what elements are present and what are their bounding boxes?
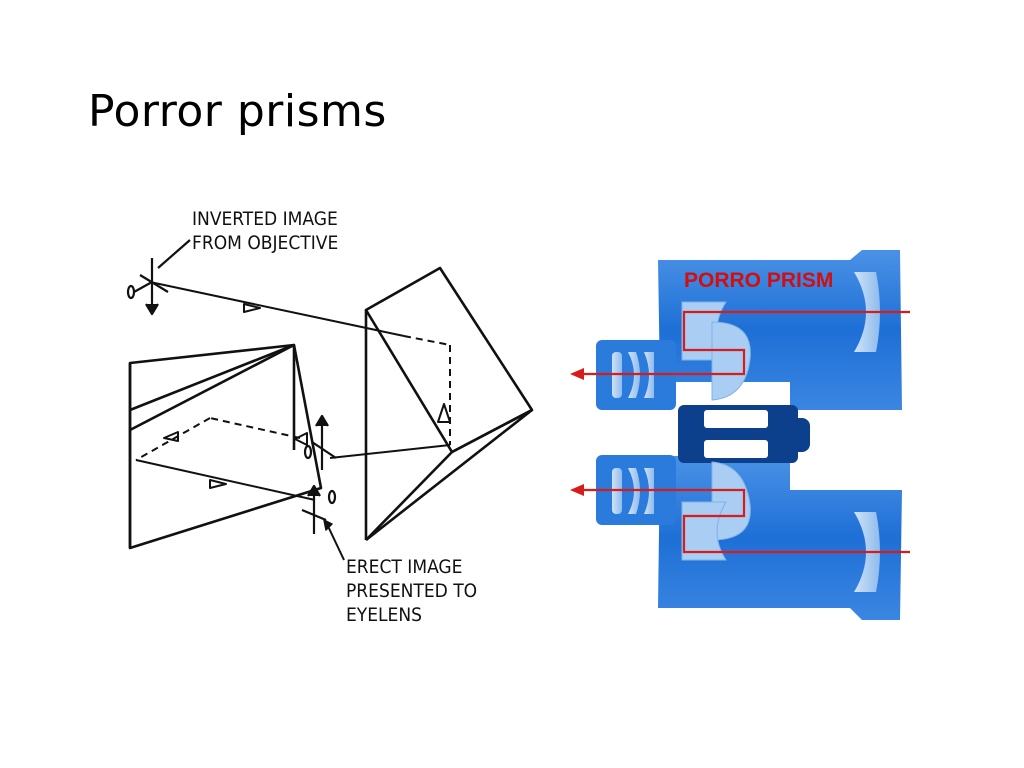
- label-inverted-image-line1: INVERTED IMAGE: [192, 208, 338, 230]
- ray-direction-arrows: [163, 303, 451, 489]
- red-light-paths: [580, 310, 910, 554]
- label-inverted-image-line2: FROM OBJECTIVE: [192, 232, 338, 254]
- erect-image-symbol-upper: [303, 414, 337, 470]
- slide-title: Porror prisms: [88, 86, 387, 137]
- second-prism: [364, 266, 534, 542]
- label-erect-image-line2: PRESENTED TO: [346, 580, 477, 602]
- left-diagram-labels: INVERTED IMAGE FROM OBJECTIVE ERECT IMAG…: [192, 208, 477, 626]
- erect-image-leader-line: [325, 521, 345, 561]
- inverted-image-symbol: [126, 239, 191, 316]
- label-erect-image-line1: ERECT IMAGE: [346, 556, 462, 578]
- porro-prism-label: PORRO PRISM: [684, 269, 833, 292]
- erect-image-symbol-lower: [301, 484, 337, 534]
- label-erect-image-line3: EYELENS: [346, 604, 422, 626]
- first-prism: [128, 343, 323, 550]
- red-arrowheads: [570, 368, 584, 496]
- binocular-cutaway: PORRO PRISM: [570, 250, 910, 620]
- porro-prism-line-diagram: [126, 239, 534, 561]
